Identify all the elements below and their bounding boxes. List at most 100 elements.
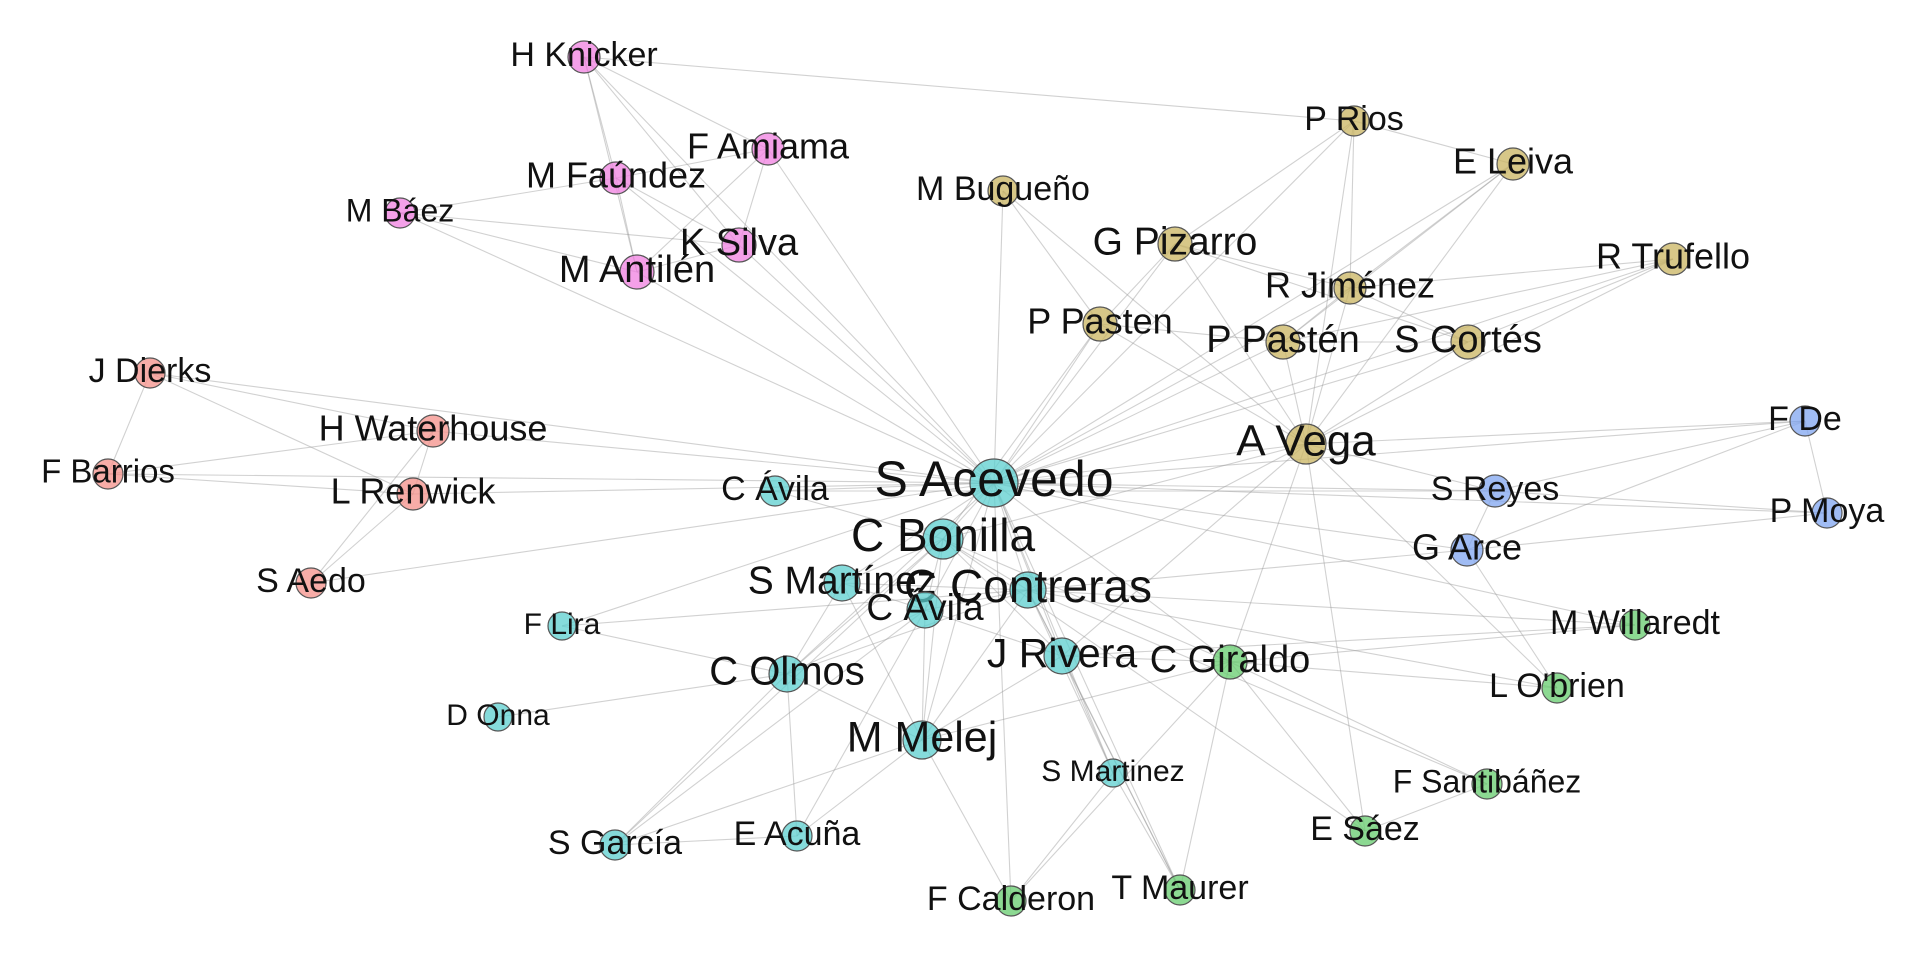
node-ppasten1[interactable]: P Pasten	[1027, 301, 1173, 342]
node-fsantibanez[interactable]: F Santibáñez	[1393, 763, 1582, 800]
node-mmelej[interactable]: M Melej	[847, 713, 998, 761]
node-circle-fde[interactable]	[1789, 405, 1821, 437]
node-cavila2[interactable]: C Ávila	[866, 587, 984, 629]
node-rtrufello[interactable]: R Trufello	[1596, 236, 1750, 277]
node-scortes[interactable]: S Cortés	[1394, 319, 1542, 361]
node-circle-smartinez2[interactable]	[1098, 758, 1128, 788]
node-colmos[interactable]: C Olmos	[709, 650, 865, 694]
node-circle-fbarrios[interactable]	[92, 458, 124, 490]
node-circle-cbonilla[interactable]	[922, 518, 964, 560]
node-circle-esaez[interactable]	[1349, 815, 1381, 847]
node-mwillaredt[interactable]: M Willaredt	[1550, 604, 1721, 642]
edge-famiama-sacevedo	[767, 148, 995, 484]
node-circle-garce[interactable]	[1450, 533, 1484, 567]
node-circle-cgiraldo[interactable]	[1212, 644, 1248, 680]
node-cgiraldo[interactable]: C Giraldo	[1150, 639, 1311, 681]
node-hknicker[interactable]: H Knicker	[510, 36, 657, 74]
node-circle-ksilva[interactable]	[721, 227, 757, 263]
node-circle-mbaez[interactable]	[384, 197, 416, 229]
node-circle-fsantibanez[interactable]	[1471, 768, 1503, 800]
node-circle-prios[interactable]	[1338, 105, 1370, 137]
node-smartinez2[interactable]: S Martinez	[1041, 755, 1184, 788]
node-circle-fcalderon[interactable]	[995, 885, 1027, 917]
node-circle-lobrien[interactable]	[1541, 672, 1573, 704]
node-circle-eacuna[interactable]	[781, 820, 813, 852]
node-ppasten2[interactable]: P Pastén	[1206, 319, 1360, 361]
node-circle-jdierks[interactable]	[134, 357, 166, 389]
node-label-fcalderon: F Calderon	[927, 880, 1095, 918]
node-sreyes[interactable]: S Reyes	[1431, 470, 1560, 508]
edge-cavila1-cbonilla	[774, 490, 944, 540]
node-fde[interactable]: F De	[1768, 400, 1842, 438]
node-rjimenez[interactable]: R Jiménez	[1265, 265, 1435, 306]
edge-avega-ccontreras	[1027, 443, 1307, 591]
node-circle-tmaurer[interactable]	[1164, 874, 1196, 906]
node-circle-cavila1[interactable]	[759, 475, 791, 507]
node-smartinez1[interactable]: S Martínez	[748, 559, 937, 602]
node-circle-flira[interactable]	[547, 611, 577, 641]
node-eacuna[interactable]: E Acuña	[734, 815, 861, 853]
node-circle-colmos[interactable]	[768, 655, 806, 693]
node-ksilva[interactable]: K Silva	[680, 222, 799, 264]
node-cavila1[interactable]: C Ávila	[721, 470, 829, 508]
node-mfaundez[interactable]: M Faúndez	[526, 155, 706, 196]
node-jdierks[interactable]: J Dierks	[89, 352, 212, 390]
node-donna[interactable]: D Onna	[446, 699, 550, 732]
node-avega[interactable]: A Vega	[1236, 417, 1376, 466]
node-circle-hwaterhouse[interactable]	[416, 414, 450, 448]
node-circle-gpizarro[interactable]	[1157, 226, 1193, 262]
node-fbarrios[interactable]: F Barrios	[41, 453, 175, 490]
node-circle-pmoya[interactable]	[1811, 497, 1843, 529]
node-circle-hknicker[interactable]	[567, 40, 601, 74]
node-lrenwick[interactable]: L Renwick	[331, 471, 497, 512]
node-saedo[interactable]: S Aedo	[256, 562, 366, 600]
node-circle-ccontreras[interactable]	[1009, 571, 1047, 609]
node-cbonilla[interactable]: C Bonilla	[851, 509, 1036, 561]
node-circle-mfaundez[interactable]	[599, 161, 633, 195]
node-circle-sacevedo[interactable]	[969, 458, 1019, 508]
node-mbugueno[interactable]: M Bugueño	[916, 170, 1090, 208]
node-circle-avega[interactable]	[1285, 423, 1327, 465]
node-circle-sgarcia[interactable]	[599, 829, 631, 861]
node-esaez[interactable]: E Sáez	[1310, 810, 1420, 848]
node-label-prios: P Rios	[1304, 100, 1404, 138]
node-flira[interactable]: F Lira	[524, 608, 601, 641]
node-circle-mbugueno[interactable]	[987, 175, 1019, 207]
node-prios[interactable]: P Rios	[1304, 100, 1404, 138]
node-lobrien[interactable]: L O'brien	[1489, 667, 1625, 705]
node-mbaez[interactable]: M Báez	[346, 192, 454, 229]
node-circle-eleiva[interactable]	[1496, 147, 1530, 181]
node-circle-mmelej[interactable]	[902, 720, 942, 760]
node-circle-famiama[interactable]	[751, 132, 785, 166]
node-circle-smartinez1[interactable]	[823, 564, 861, 602]
node-mantilen[interactable]: M Antilén	[559, 249, 715, 291]
node-circle-ppasten2[interactable]	[1265, 324, 1301, 360]
node-sgarcia[interactable]: S García	[548, 824, 682, 862]
node-jrivera[interactable]: J Rivera	[987, 630, 1138, 676]
node-label-fbarrios: F Barrios	[41, 453, 175, 490]
node-circle-saedo[interactable]	[295, 567, 327, 599]
node-eleiva[interactable]: E Leiva	[1453, 141, 1574, 182]
node-circle-jrivera[interactable]	[1043, 637, 1081, 675]
node-circle-mantilen[interactable]	[619, 254, 655, 290]
node-circle-donna[interactable]	[483, 702, 513, 732]
node-circle-mwillaredt[interactable]	[1619, 609, 1651, 641]
node-circle-rjimenez[interactable]	[1333, 271, 1367, 305]
node-circle-rtrufello[interactable]	[1656, 242, 1690, 276]
node-hwaterhouse[interactable]: H Waterhouse	[319, 408, 548, 449]
node-ccontreras[interactable]: C Contreras	[904, 560, 1152, 612]
node-pmoya[interactable]: P Moya	[1770, 492, 1885, 530]
node-circle-sreyes[interactable]	[1478, 474, 1512, 508]
node-tmaurer[interactable]: T Maurer	[1111, 869, 1248, 907]
node-circle-scortes[interactable]	[1450, 324, 1486, 360]
node-fcalderon[interactable]: F Calderon	[927, 880, 1095, 918]
node-label-famiama: F Amiama	[687, 126, 850, 167]
node-circle-ppasten1[interactable]	[1082, 306, 1118, 342]
node-circle-cavila2[interactable]	[906, 591, 944, 629]
node-circle-lrenwick[interactable]	[396, 477, 430, 511]
node-garce[interactable]: G Arce	[1412, 527, 1522, 568]
node-gpizarro[interactable]: G Pizarro	[1093, 220, 1258, 263]
node-sacevedo[interactable]: S Acevedo	[874, 451, 1114, 508]
node-famiama[interactable]: F Amiama	[687, 126, 850, 167]
